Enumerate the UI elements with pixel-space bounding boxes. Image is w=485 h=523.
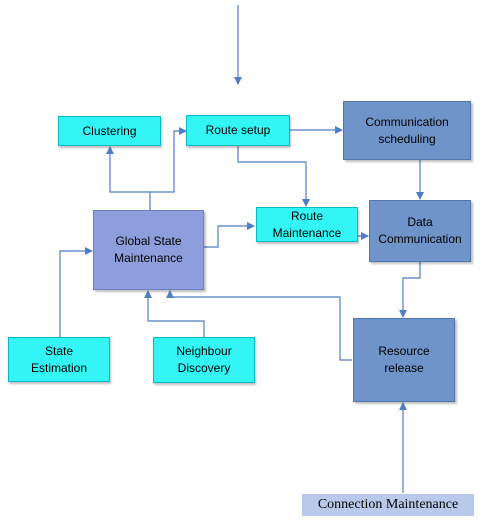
arrow-state-estimation-to-global-state (59, 247, 93, 337)
arrow-global-state-to-clustering (106, 146, 151, 210)
arrow-global-state-to-route-setup (150, 127, 187, 193)
arrow-route-setup-to-route-maintenance (237, 146, 310, 207)
arrow-data-communication-to-resource-release (399, 262, 421, 318)
arrow-neighbour-discovery-to-global-state (144, 290, 205, 337)
arrow-resource-release-to-global-state (166, 290, 352, 361)
arrow-global-state-to-route-maintenance (204, 222, 255, 248)
